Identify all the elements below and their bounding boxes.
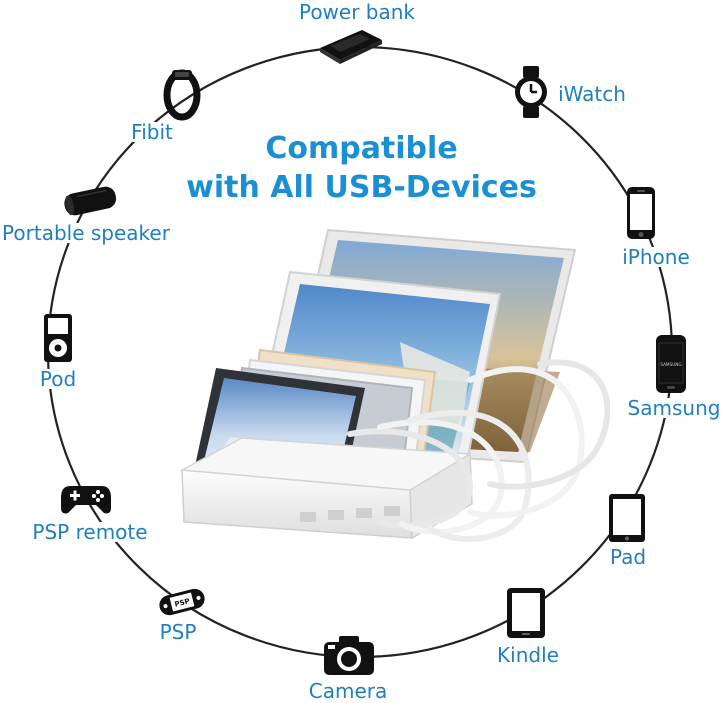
charging-station-image <box>179 228 610 542</box>
device-label-pod: Pod <box>37 367 79 391</box>
samsung-logo-text: SAMSUNG <box>660 362 681 367</box>
music-player-icon <box>44 314 72 362</box>
device-label-psp-remote: PSP remote <box>30 520 150 544</box>
psp-logo-text: PSP <box>174 597 191 608</box>
device-label-iphone: iPhone <box>620 245 692 269</box>
device-label-samsung: Samsung <box>625 396 723 420</box>
device-label-psp: PSP <box>157 620 199 644</box>
device-label-camera: Camera <box>306 679 390 703</box>
camera-icon <box>324 636 374 675</box>
power-bank-icon <box>320 30 382 64</box>
device-label-iwatch: iWatch <box>556 82 628 106</box>
headline-line-1: Compatible <box>265 131 458 166</box>
gamepad-icon <box>61 486 111 514</box>
device-label-pad: Pad <box>607 545 649 569</box>
device-label-portable-speaker: Portable speaker <box>0 221 172 245</box>
phone-icon <box>627 187 655 239</box>
usb-cables <box>347 359 610 542</box>
speaker-icon <box>64 186 117 216</box>
handheld-console-icon: PSP <box>159 588 205 616</box>
headline-line-2: with All USB-Devices <box>186 170 537 205</box>
device-label-fibit: Fibit <box>129 120 175 144</box>
device-label-kindle: Kindle <box>495 643 561 667</box>
samsung-phone-icon: SAMSUNG <box>656 335 686 393</box>
ereader-icon <box>507 588 545 638</box>
tablet-icon <box>609 494 645 542</box>
device-label-power-bank: Power bank <box>296 0 418 24</box>
charging-dock <box>179 437 473 540</box>
watch-icon <box>515 66 547 118</box>
fitness-band-icon <box>163 69 201 121</box>
